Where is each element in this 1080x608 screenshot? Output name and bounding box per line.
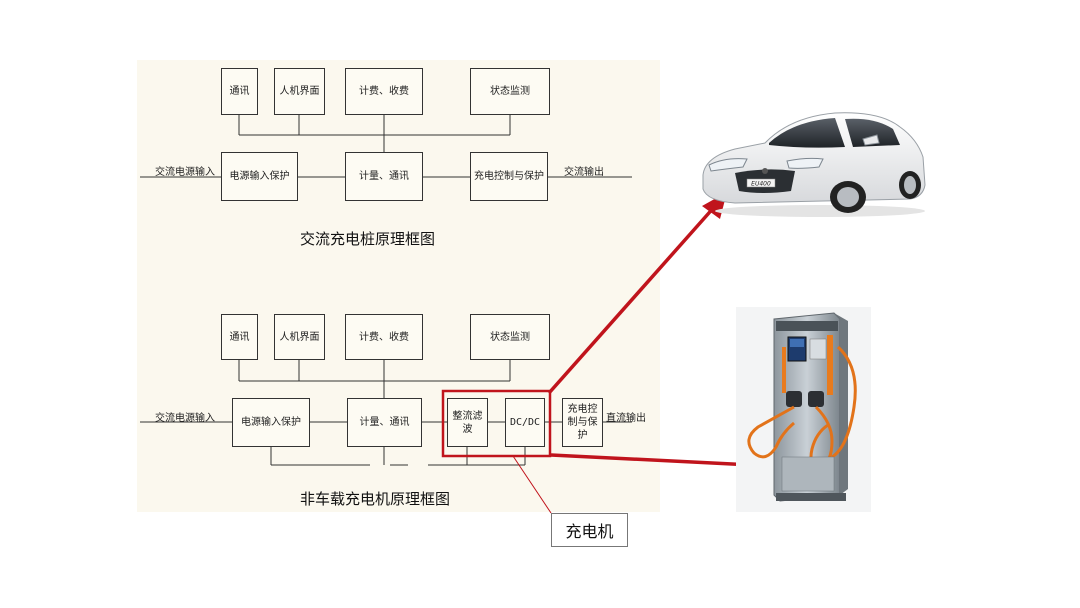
charger-callout: 充电机 <box>551 513 628 547</box>
dc-comm-box: 通讯 <box>221 314 258 360</box>
ac-power-protect-box: 电源输入保护 <box>221 152 298 201</box>
dc-input-label: 交流电源输入 <box>155 413 215 424</box>
dc-output-label: 直流输出 <box>606 413 646 424</box>
car-plate-text: EU400 <box>751 181 771 188</box>
dc-billing-box: 计费、收费 <box>345 314 423 360</box>
dc-charging-station-image <box>736 307 871 512</box>
ac-charge-control-box: 充电控制与保护 <box>470 152 548 201</box>
dc-charge-control-box: 充电控制与保护 <box>562 398 603 447</box>
dc-power-protect-box: 电源输入保护 <box>232 398 310 447</box>
ac-hmi-box: 人机界面 <box>274 68 325 115</box>
dc-rectifier-box: 整流滤波 <box>447 398 488 447</box>
ac-diagram-title: 交流充电桩原理框图 <box>300 230 436 248</box>
ac-meter-comm-box: 计量、通讯 <box>345 152 423 201</box>
dc-hmi-box: 人机界面 <box>274 314 325 360</box>
dc-dcdc-box: DC/DC <box>505 398 545 447</box>
ac-input-label: 交流电源输入 <box>155 167 215 178</box>
ac-output-label: 交流输出 <box>564 167 604 178</box>
dc-monitor-box: 状态监测 <box>470 314 550 360</box>
dc-diagram-title: 非车载充电机原理框图 <box>300 490 451 508</box>
ac-comm-box: 通讯 <box>221 68 258 115</box>
electric-car-image: EU400 <box>702 112 926 217</box>
dc-meter-comm-box: 计量、通讯 <box>347 398 422 447</box>
ac-monitor-box: 状态监测 <box>470 68 550 115</box>
ac-billing-box: 计费、收费 <box>345 68 423 115</box>
